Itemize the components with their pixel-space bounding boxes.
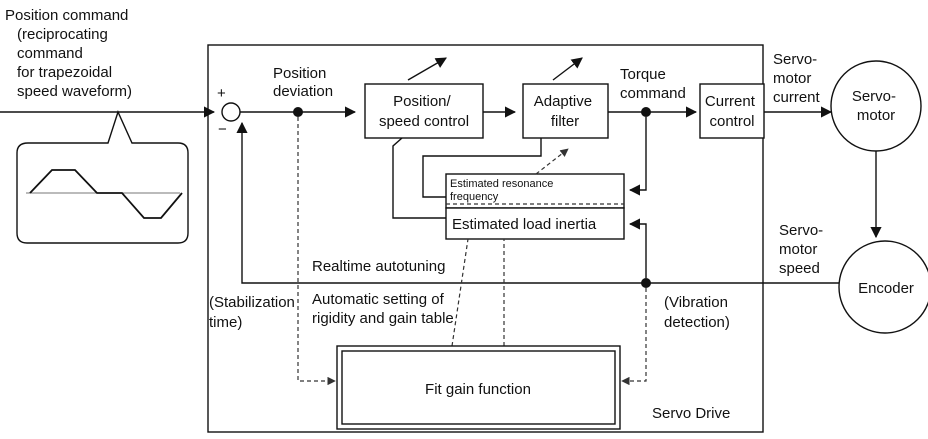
fit-gain-function-block bbox=[336, 345, 621, 430]
resonance-to-filter-line bbox=[422, 138, 542, 198]
servomotor-speed-label: Servo- motor speed bbox=[779, 222, 827, 277]
position-speed-control-block bbox=[364, 83, 484, 139]
servomotor-circle bbox=[830, 60, 922, 152]
speed-to-inertia-estimator bbox=[628, 218, 647, 278]
minus-sign: − bbox=[218, 121, 227, 138]
automatic-setting-label: Automatic setting of rigidity and gain t… bbox=[312, 291, 454, 327]
current-control-label: Current control bbox=[705, 93, 759, 130]
encoder-label: Encoder bbox=[858, 280, 914, 297]
deviation-to-fit-gain-dashed bbox=[297, 117, 336, 386]
estimated-load-inertia-block bbox=[445, 207, 625, 240]
trapezoidal-speed-waveform bbox=[29, 169, 183, 219]
plus-sign: + bbox=[217, 85, 226, 102]
speed-feedback-line bbox=[236, 121, 839, 284]
servomotor-label: Servo- motor bbox=[852, 88, 900, 124]
summing-junction bbox=[221, 102, 241, 122]
position-control-tuning-arrow bbox=[407, 57, 447, 81]
position-command-label: Position command (reciprocating command … bbox=[5, 7, 133, 100]
deviation-node bbox=[293, 107, 303, 117]
adaptive-filter-label: Adaptive filter bbox=[534, 93, 597, 130]
stabilization-time-label: (Stabilization time) bbox=[209, 294, 299, 331]
servo-drive-label: Servo Drive bbox=[652, 405, 730, 422]
estimated-resonance-frequency-label: Estimated resonance frequency bbox=[450, 178, 556, 203]
fit-gain-function-inner-border bbox=[341, 350, 616, 425]
position-deviation-label: Position deviation bbox=[273, 65, 333, 100]
vibration-to-fit-gain-dashed bbox=[621, 288, 647, 386]
torque-to-resonance-estimator bbox=[628, 117, 647, 196]
trapezoidal-waveform-callout bbox=[16, 110, 189, 244]
servomotor-current-label: Servo- motor current bbox=[773, 51, 821, 106]
feedback-node bbox=[641, 278, 651, 288]
encoder-circle bbox=[838, 240, 928, 334]
inertia-to-control-line bbox=[392, 137, 446, 219]
servo-drive-frame bbox=[207, 44, 764, 433]
estimated-load-inertia-label: Estimated load inertia bbox=[452, 216, 597, 233]
current-control-block bbox=[699, 83, 765, 139]
realtime-autotuning-label: Realtime autotuning bbox=[312, 258, 445, 275]
fit-gain-rigidity-dashed bbox=[451, 238, 469, 347]
estimated-resonance-frequency-block bbox=[445, 173, 625, 209]
adaptive-filter-block bbox=[522, 83, 609, 139]
torque-node bbox=[641, 107, 651, 117]
vibration-detection-label: (Vibration detection) bbox=[664, 294, 732, 331]
adaptive-filter-tuning-arrow bbox=[552, 57, 583, 81]
fit-gain-function-label: Fit gain function bbox=[425, 381, 531, 398]
position-speed-control-label: Position/ speed control bbox=[379, 93, 469, 130]
torque-command-label: Torque command bbox=[620, 66, 686, 102]
